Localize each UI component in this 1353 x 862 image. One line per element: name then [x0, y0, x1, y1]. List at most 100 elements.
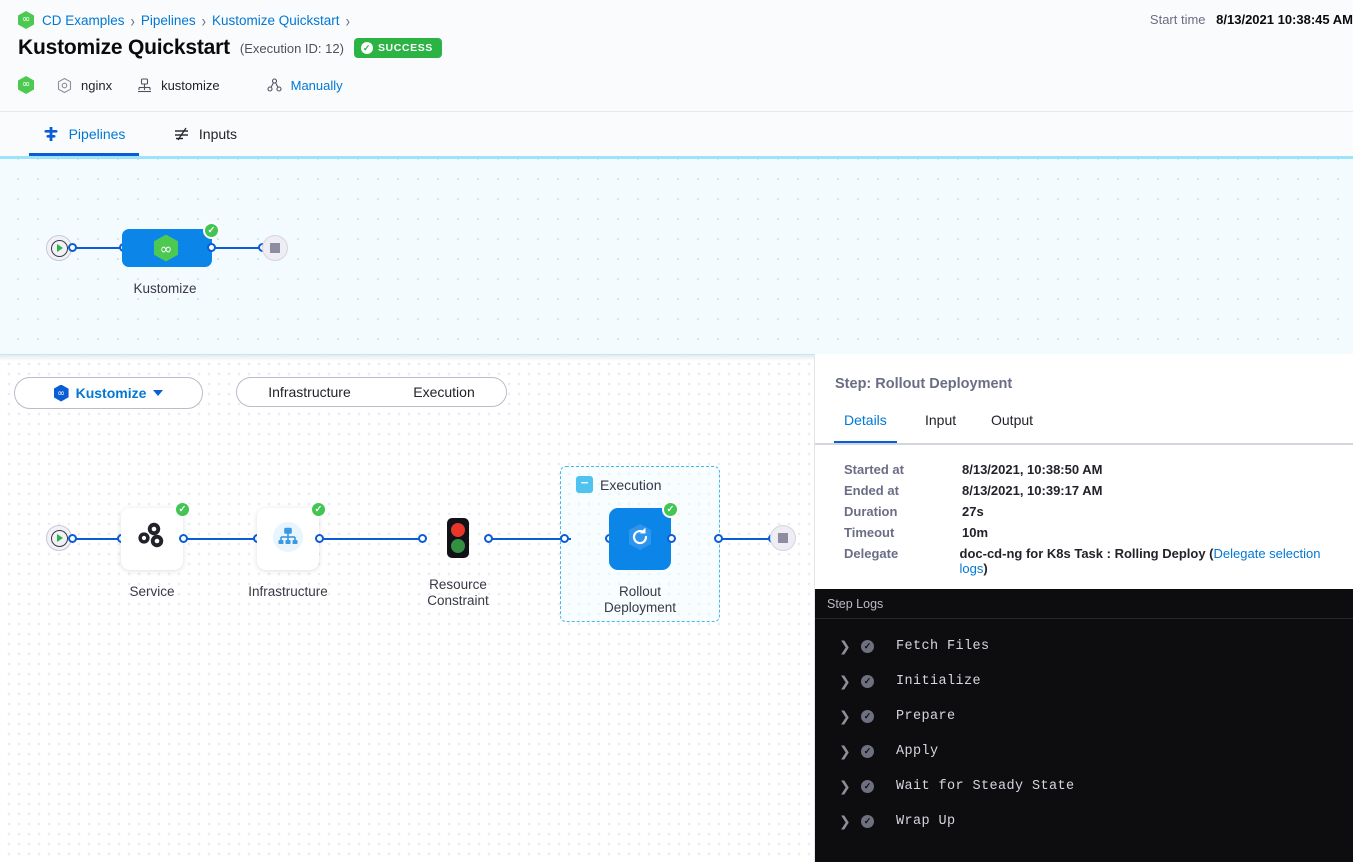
step-logs-header: Step Logs	[815, 589, 1353, 619]
step-details-table: Started at 8/13/2021, 10:38:50 AM Ended …	[844, 462, 1344, 582]
main-tabbar: Pipelines Inputs	[0, 112, 1353, 156]
stage-node-resource-constraint[interactable]	[447, 518, 469, 558]
chevron-right-icon: ›	[201, 10, 207, 30]
step-details-tabs: Details Input Output	[815, 412, 1353, 444]
stop-icon	[270, 243, 280, 253]
status-check-icon: ✓	[203, 222, 220, 239]
step-logs-panel: Step Logs ❯ ✓ Fetch Files ❯ ✓ Initialize…	[815, 589, 1353, 862]
chevron-right-icon[interactable]: ❯	[839, 813, 851, 830]
step-details-title: Step: Rollout Deployment	[835, 376, 1013, 392]
status-check-icon: ✓	[174, 501, 191, 518]
detail-row-delegate: Delegate doc-cd-ng for K8s Task : Rollin…	[844, 546, 1344, 576]
check-circle-icon: ✓	[360, 42, 373, 54]
tab-details[interactable]: Details	[834, 412, 897, 444]
graph-edge	[76, 247, 124, 249]
status-check-icon: ✓	[861, 815, 874, 828]
execution-id-label: (Execution ID: 12)	[239, 40, 344, 56]
start-time-label: Start time	[1149, 12, 1206, 27]
log-row[interactable]: ❯ ✓ Wrap Up	[815, 804, 1353, 839]
section-execution[interactable]: Execution	[413, 384, 475, 400]
log-row[interactable]: ❯ ✓ Initialize	[815, 664, 1353, 699]
meta-infrastructure-label: kustomize	[161, 77, 220, 93]
step-logs-title: Step Logs	[827, 597, 884, 611]
service-gears-icon	[135, 522, 169, 557]
detail-value: 10m	[962, 525, 989, 540]
delegate-selection-logs-link[interactable]: Delegate selection logs	[959, 546, 1321, 576]
graph-edge	[187, 538, 257, 540]
chevron-right-icon[interactable]: ❯	[839, 778, 851, 795]
play-icon	[50, 529, 68, 547]
meta-service-label: nginx	[81, 77, 113, 93]
meta-trigger-label[interactable]: Manually	[290, 77, 343, 93]
status-badge-label: SUCCESS	[377, 42, 433, 54]
page-header: ∞ CD Examples › Pipelines › Kustomize Qu…	[0, 0, 1353, 112]
pipeline-stage-kustomize[interactable]: ∞ ✓	[122, 222, 220, 267]
tab-input[interactable]: Input	[925, 412, 957, 428]
title-row: Kustomize Quickstart (Execution ID: 12) …	[18, 36, 442, 60]
log-row-label: Fetch Files	[896, 639, 990, 654]
breadcrumb-item-cd-examples[interactable]: CD Examples	[42, 12, 125, 28]
status-check-icon: ✓	[310, 501, 327, 518]
breadcrumb-item-pipelines[interactable]: Pipelines	[140, 12, 196, 28]
status-check-icon: ✓	[861, 745, 874, 758]
status-check-icon: ✓	[861, 710, 874, 723]
graph-port	[667, 534, 676, 543]
detail-row-duration: Duration 27s	[844, 504, 1344, 519]
status-check-icon: ✓	[861, 675, 874, 688]
detail-key: Delegate	[844, 546, 899, 561]
stage-node-infrastructure[interactable]: ✓	[257, 501, 327, 570]
tab-pipelines-label: Pipelines	[68, 126, 126, 142]
log-row[interactable]: ❯ ✓ Fetch Files	[815, 629, 1353, 664]
stage-node-label-infrastructure: Infrastructure	[248, 584, 328, 599]
harness-logo-icon: ∞	[18, 76, 34, 94]
stage-section-toggle[interactable]: Infrastructure Execution	[236, 377, 507, 407]
log-row[interactable]: ❯ ✓ Apply	[815, 734, 1353, 769]
group-collapse-toggle[interactable]: −	[576, 476, 593, 493]
chevron-right-icon[interactable]: ❯	[839, 673, 851, 690]
stage-graph-canvas[interactable]: ∞ Kustomize Infrastructure Execution − E…	[0, 354, 814, 862]
execution-meta-row: ∞ nginx kustomize	[18, 76, 343, 94]
detail-row-timeout: Timeout 10m	[844, 525, 1344, 540]
graph-port	[560, 534, 569, 543]
stage-node-service[interactable]: ✓	[121, 501, 191, 570]
chevron-right-icon[interactable]: ❯	[839, 743, 851, 760]
stage-selector-dropdown[interactable]: ∞ Kustomize	[14, 377, 203, 409]
section-infrastructure[interactable]: Infrastructure	[268, 384, 351, 400]
meta-service: nginx	[56, 77, 112, 94]
harness-logo-icon: ∞	[154, 234, 178, 262]
tab-underline	[815, 443, 1353, 445]
breadcrumb-item-kustomize-quickstart[interactable]: Kustomize Quickstart	[212, 12, 340, 28]
meta-trigger[interactable]: Manually	[266, 77, 343, 94]
tab-output[interactable]: Output	[991, 412, 1034, 428]
rollout-refresh-icon	[623, 520, 657, 559]
log-row[interactable]: ❯ ✓ Prepare	[815, 699, 1353, 734]
inputs-icon	[173, 126, 190, 143]
service-hex-icon	[56, 77, 73, 94]
status-badge: ✓ SUCCESS	[353, 38, 442, 58]
start-time: Start time 8/13/2021 10:38:45 AM	[1150, 12, 1353, 27]
chevron-right-icon[interactable]: ❯	[839, 638, 851, 655]
pipeline-end-node[interactable]	[262, 235, 288, 261]
detail-key: Ended at	[844, 483, 899, 498]
detail-key: Timeout	[844, 525, 895, 540]
detail-row-started-at: Started at 8/13/2021, 10:38:50 AM	[844, 462, 1344, 477]
delegate-text: doc-cd-ng for K8s Task : Rolling Deploy …	[959, 546, 1214, 561]
stage-end-node[interactable]	[770, 525, 796, 551]
detail-value: doc-cd-ng for K8s Task : Rolling Deploy …	[960, 546, 1344, 576]
tab-inputs[interactable]: Inputs	[165, 112, 245, 156]
chevron-right-icon[interactable]: ❯	[839, 708, 851, 725]
log-row-label: Initialize	[896, 674, 982, 689]
log-row[interactable]: ❯ ✓ Wait for Steady State	[815, 769, 1353, 804]
stage-node-rollout-deployment[interactable]: ✓	[609, 501, 679, 570]
traffic-light-green	[451, 539, 465, 553]
pipeline-stage-label: Kustomize	[133, 281, 197, 296]
log-row-label: Wait for Steady State	[896, 779, 1075, 794]
pipeline-graph-canvas[interactable]: ∞ ✓ Kustomize	[0, 156, 1353, 354]
pipeline-icon	[43, 126, 60, 143]
trigger-manual-icon	[266, 77, 283, 94]
graph-edge	[721, 538, 773, 540]
stage-node-label-resource-constraint: Resource Constraint	[427, 577, 489, 608]
tab-pipelines[interactable]: Pipelines	[29, 112, 139, 156]
detail-value: 8/13/2021, 10:38:50 AM	[962, 462, 1103, 477]
